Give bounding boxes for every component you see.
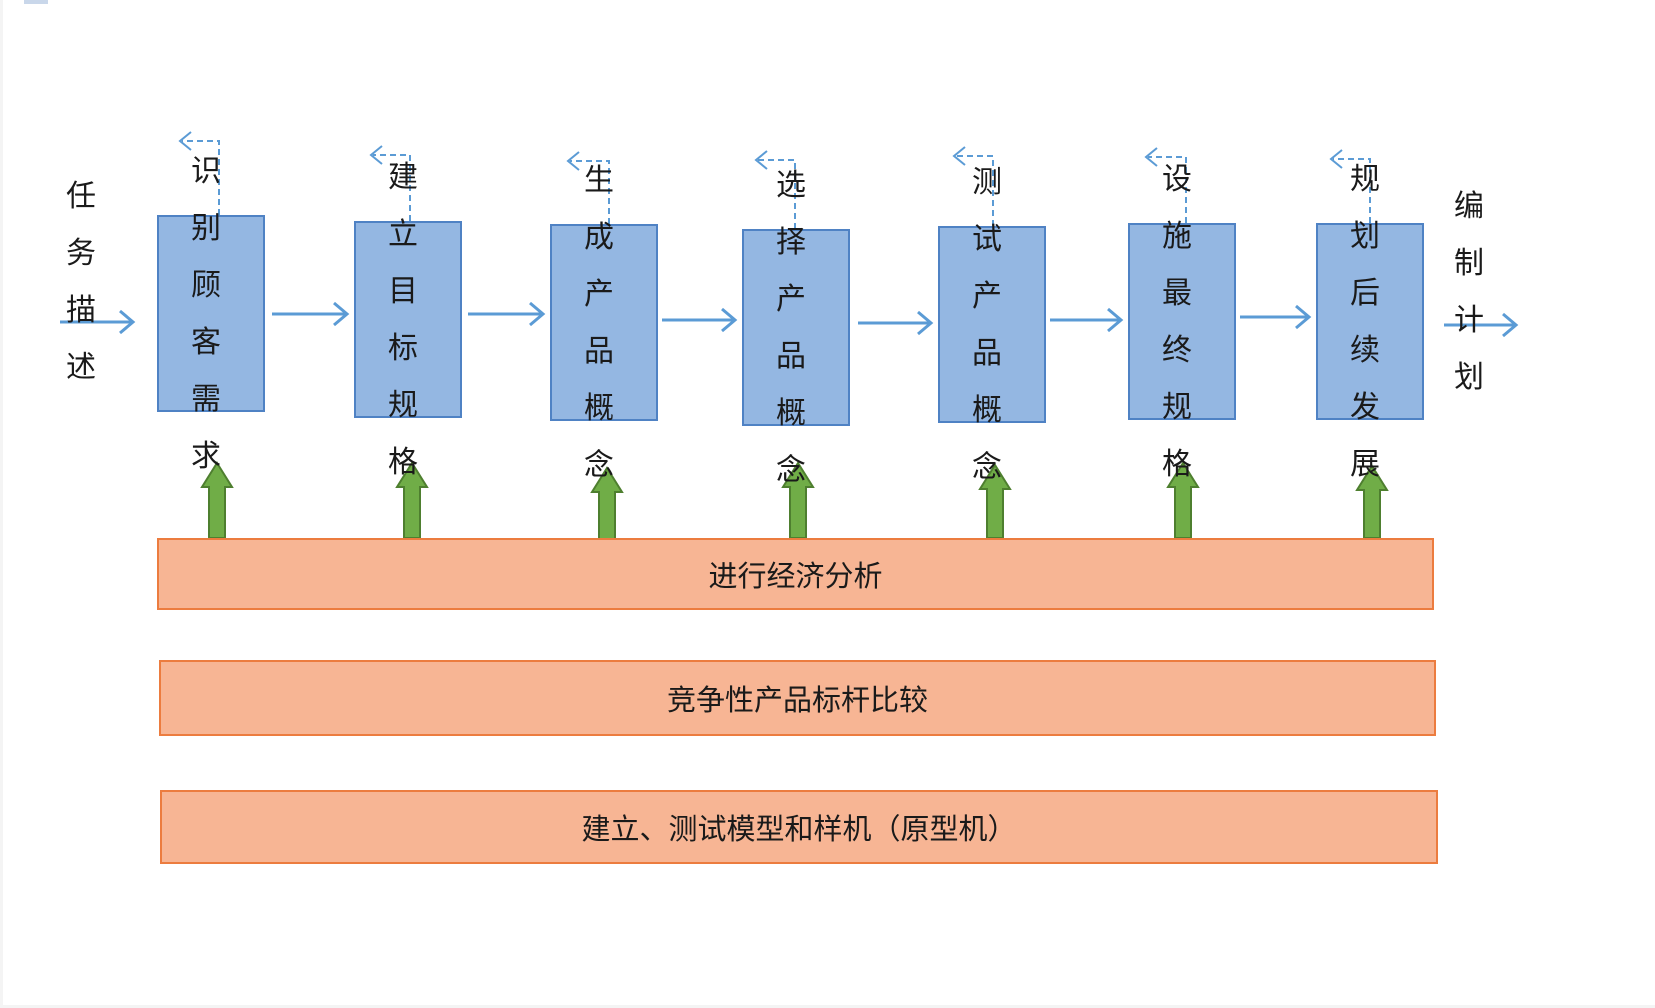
activity-bar-economic-analysis: 进行经济分析 bbox=[157, 538, 1434, 610]
step-label: 规划后续发展 bbox=[1350, 161, 1390, 482]
step-box-select-product-concept: 选择产品概念 bbox=[742, 168, 850, 488]
flow-arrow-head bbox=[721, 307, 738, 333]
flow-arrow-head bbox=[333, 301, 350, 327]
frame-edge-bottom bbox=[0, 1005, 1655, 1008]
step-label: 建立目标规格 bbox=[388, 159, 428, 480]
step-box-establish-target-specs: 建立目标规格 bbox=[354, 160, 462, 480]
feedback-arrow-head bbox=[1329, 149, 1343, 169]
activity-bar-models-and-prototypes: 建立、测试模型和样机（原型机） bbox=[160, 790, 1438, 864]
flow-arrow-head bbox=[917, 310, 934, 336]
feedback-arrow-head bbox=[1144, 147, 1158, 167]
feedback-dashed-arrow bbox=[956, 155, 994, 226]
step-label: 设施最终规格 bbox=[1162, 161, 1202, 482]
step-box-plan-downstream-development: 规划后续发展 bbox=[1316, 162, 1424, 482]
feedback-arrow-head bbox=[952, 146, 966, 166]
feedback-dashed-arrow bbox=[570, 160, 610, 224]
flow-arrow-head bbox=[1295, 304, 1312, 330]
feedback-arrow-head bbox=[566, 151, 580, 171]
feedback-arrow-head bbox=[369, 145, 383, 165]
corner-marker bbox=[24, 0, 48, 4]
feedback-arrow-head bbox=[754, 150, 768, 170]
flow-arrow-head bbox=[529, 301, 546, 327]
step-label: 选择产品概念 bbox=[776, 167, 816, 488]
frame-edge-left bbox=[0, 0, 3, 1008]
flow-arrow-head bbox=[119, 309, 136, 335]
feedback-dashed-arrow bbox=[373, 154, 411, 221]
flow-arrow-head bbox=[1502, 312, 1519, 338]
flow-arrow-head bbox=[1107, 307, 1124, 333]
feedback-dashed-arrow bbox=[182, 140, 220, 215]
step-label: 生成产品概念 bbox=[584, 162, 624, 483]
step-label: 识别顾客需求 bbox=[191, 153, 231, 474]
activity-bar-competitive-benchmarking: 竞争性产品标杆比较 bbox=[159, 660, 1436, 736]
step-box-test-product-concept: 测试产品概念 bbox=[938, 165, 1046, 485]
feedback-arrow-head bbox=[178, 131, 192, 151]
feedback-dashed-arrow bbox=[758, 159, 796, 229]
feedback-dashed-arrow bbox=[1333, 158, 1371, 223]
step-box-identify-customer-needs: 识别顾客需求 bbox=[157, 154, 265, 474]
step-label: 测试产品概念 bbox=[972, 164, 1012, 485]
feedback-dashed-arrow bbox=[1148, 156, 1187, 223]
output-label: 编制计划 bbox=[1454, 189, 1484, 395]
step-box-final-specifications: 设施最终规格 bbox=[1128, 162, 1236, 482]
input-label: 任务描述 bbox=[66, 179, 96, 385]
step-box-generate-product-concepts: 生成产品概念 bbox=[550, 163, 658, 483]
